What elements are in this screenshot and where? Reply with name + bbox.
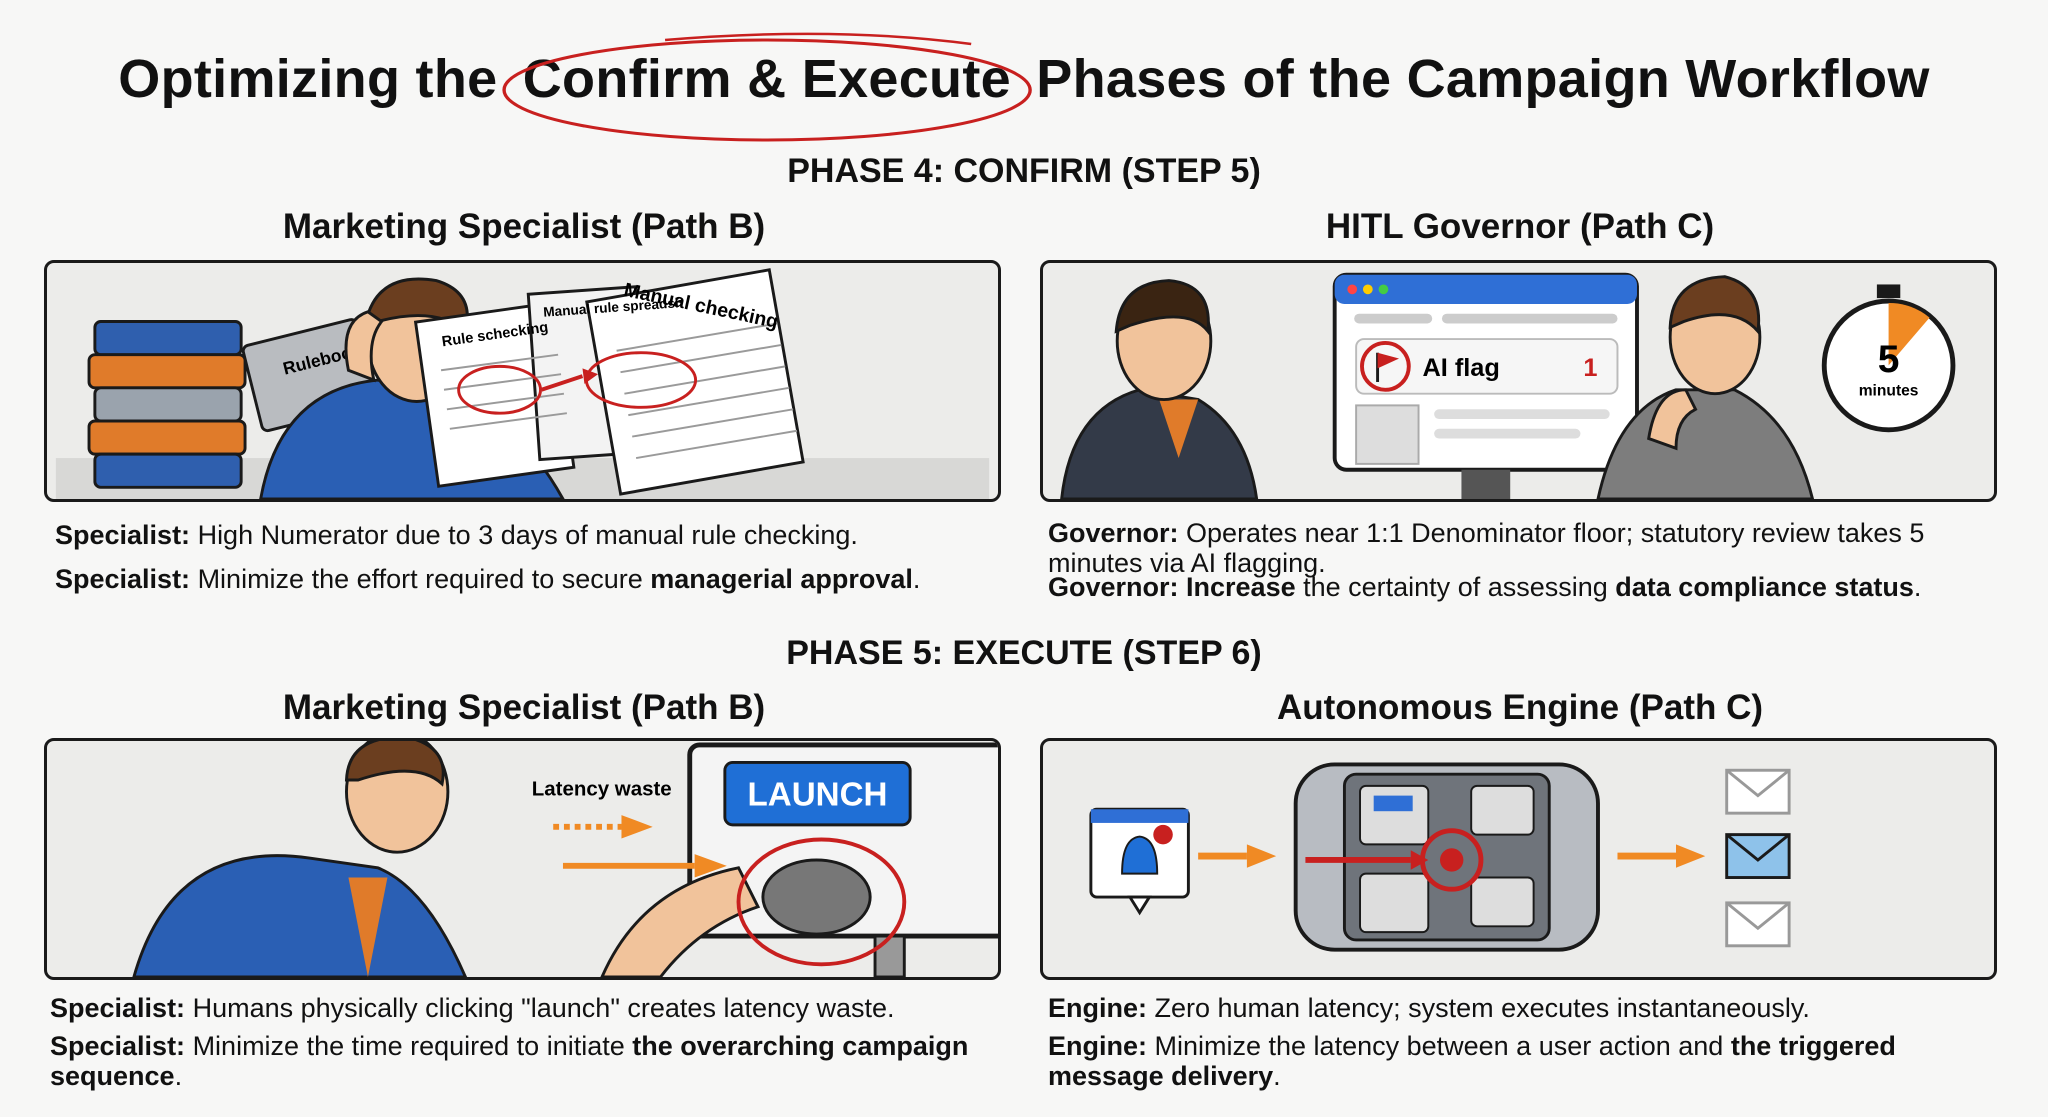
specialist-execute-illustration: LAUNCH Latency waste (44, 738, 1001, 980)
governor-confirm-illustration: AI flag 1 5 minutes (1040, 260, 1997, 502)
mouse-icon (736, 837, 907, 967)
title-circled-text: Confirm & Execute (522, 49, 1011, 109)
arrow-icon (1198, 844, 1277, 868)
phase-5-left-heading: Marketing Specialist (Path B) (282, 688, 766, 727)
specialist-confirm-caption-2: Specialist: Minimize the effort required… (55, 564, 921, 594)
arrow-icon (553, 815, 727, 878)
phase-4-right-heading: HITL Governor (Path C) (1325, 207, 1715, 246)
governor-figure-left (1060, 279, 1259, 499)
timer-unit: minutes (1859, 383, 1919, 400)
engine-execute-illustration (1040, 738, 1997, 980)
stopwatch-icon (1821, 284, 1956, 433)
arrow-icon (1617, 844, 1706, 868)
engine-execute-caption-2: Engine: Minimize the latency between a u… (1048, 1031, 1896, 1091)
specialist-execute-caption-2: Specialist: Minimize the time required t… (50, 1031, 969, 1091)
timer-value: 5 (1878, 338, 1900, 381)
governor-figure-right (1596, 275, 1815, 499)
page-title: Optimizing the Confirm & Execute Phases … (0, 32, 2048, 142)
title-before: Optimizing the (118, 49, 498, 109)
specialist-figure (132, 741, 761, 977)
phase-4-label: PHASE 4: CONFIRM (STEP 5) (787, 152, 1261, 190)
specialist-execute-caption-1: Specialist: Humans physically clicking "… (50, 993, 895, 1023)
envelope-icon (1725, 768, 1791, 948)
phase-5-label: PHASE 5: EXECUTE (STEP 6) (786, 634, 1262, 672)
red-flag-icon (1360, 341, 1411, 392)
bell-icon (1089, 807, 1190, 916)
governor-confirm-caption-1: Governor: Operates near 1:1 Denominator … (1048, 518, 1925, 578)
title-circled: Confirm & Execute (502, 32, 1032, 142)
title-after: Phases of the Campaign Workflow (1036, 49, 1930, 109)
specialist-execute-scene: LAUNCH Latency waste (132, 741, 998, 977)
governor-confirm-caption-2: Governor: Increase the certainty of asse… (1048, 572, 1922, 602)
latency-label: Latency waste (532, 778, 672, 801)
launch-label: LAUNCH (748, 776, 888, 813)
ai-flag-label: AI flag (1422, 354, 1499, 382)
phase-5-right-heading: Autonomous Engine (Path C) (1276, 688, 1764, 727)
governor-confirm-scene: AI flag 1 5 minutes (1060, 272, 1956, 499)
launch-button-icon (723, 760, 912, 827)
engine-icon (1293, 762, 1600, 952)
phase-4-left-heading: Marketing Specialist (Path B) (282, 207, 766, 246)
specialist-confirm-illustration: Rulebooks Rule schecking Manual rule spr… (44, 260, 1001, 502)
specialist-confirm-caption-1: Specialist: High Numerator due to 3 days… (55, 520, 858, 550)
engine-execute-scene (1089, 762, 1791, 952)
monitor-icon (1332, 272, 1639, 499)
ai-flag-count: 1 (1583, 354, 1597, 382)
specialist-confirm-scene: Rulebooks Rule schecking Manual rule spr… (55, 268, 990, 499)
engine-execute-caption-1: Engine: Zero human latency; system execu… (1048, 993, 1810, 1023)
